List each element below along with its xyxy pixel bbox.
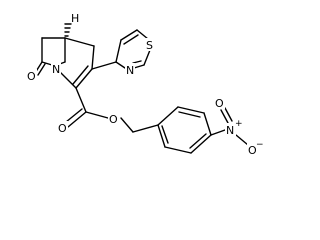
- bond-th-s-c2: [143, 49, 151, 66]
- bond-c8-o-lactam-b: [37, 63, 46, 76]
- bond-ar-6-1: [157, 124, 166, 148]
- bond-ch2-aryl: [132, 124, 159, 133]
- atom-stereo-hydrogen: H: [71, 12, 79, 25]
- bond-ar-nitro: [210, 129, 226, 136]
- bond-th-c4-s: [136, 29, 149, 40]
- bond-o-ch2: [120, 117, 134, 133]
- atom-nitro-oxygen-bottom: O: [248, 144, 257, 157]
- bond-th-c2-n-a: [133, 64, 145, 69]
- bond-ar-inner-a: [178, 111, 201, 118]
- atom-nitro-nitrogen: N: [226, 124, 234, 137]
- bond-ar-2-3: [177, 106, 205, 114]
- bond-ester-co-a: [67, 111, 87, 128]
- bond-c8-n: [41, 61, 53, 66]
- bond-th-c5-c4-a: [120, 29, 138, 41]
- atom-ester-carbonyl-oxygen: O: [58, 122, 67, 135]
- bond-ar-5-6: [164, 146, 192, 154]
- bond-c3-n: [59, 71, 77, 89]
- bond-ar-4-5: [190, 134, 212, 154]
- atom-ester-link-oxygen: O: [109, 113, 118, 126]
- atom-thiazole-nitrogen: N: [126, 64, 134, 77]
- bond-ester-co-b: [65, 108, 83, 123]
- bond-ar-1-2: [157, 106, 179, 126]
- bond-ester-c-o: [85, 111, 109, 119]
- bond-nitro-o-bottom: [235, 134, 249, 146]
- bonds: [34, 23, 249, 154]
- bond-nitro-o-top-b: [224, 107, 233, 122]
- atom-nitro-oxygen-top: O: [215, 97, 224, 110]
- nitro-oxygen-charge: −: [256, 140, 264, 150]
- stereo-hash-bond: [64, 23, 72, 37]
- molecule-structure: O N H S N O O N + O O −: [26, 12, 264, 157]
- bond-c2-thiazole: [91, 61, 117, 70]
- bond-th-c2-n-b: [132, 60, 142, 64]
- atom-lactam-oxygen: O: [27, 70, 36, 83]
- atom-thiazole-sulfur: S: [146, 39, 153, 52]
- bond-c3-ester-c: [75, 87, 87, 113]
- bond-th-n-c: [115, 61, 126, 69]
- bond-ar-3-4: [203, 112, 212, 136]
- bond-th-c2-c5: [115, 39, 122, 63]
- bond-ar-inner-b: [189, 133, 207, 149]
- bond-c2-c3-b: [72, 65, 89, 85]
- bond-c2-c3-a: [75, 68, 93, 89]
- atom-ring-nitrogen: N: [52, 63, 60, 76]
- bond-nitro-o-top-a: [220, 109, 229, 124]
- bond-ar-inner-c: [161, 125, 169, 144]
- bond-th-c5-c4-b: [123, 34, 139, 45]
- bond-c5-c1: [64, 37, 95, 47]
- bond-c1-c2: [91, 45, 95, 70]
- nitro-nitrogen-charge: +: [235, 119, 243, 129]
- atom-labels: O N H S N O O N + O O −: [26, 12, 264, 157]
